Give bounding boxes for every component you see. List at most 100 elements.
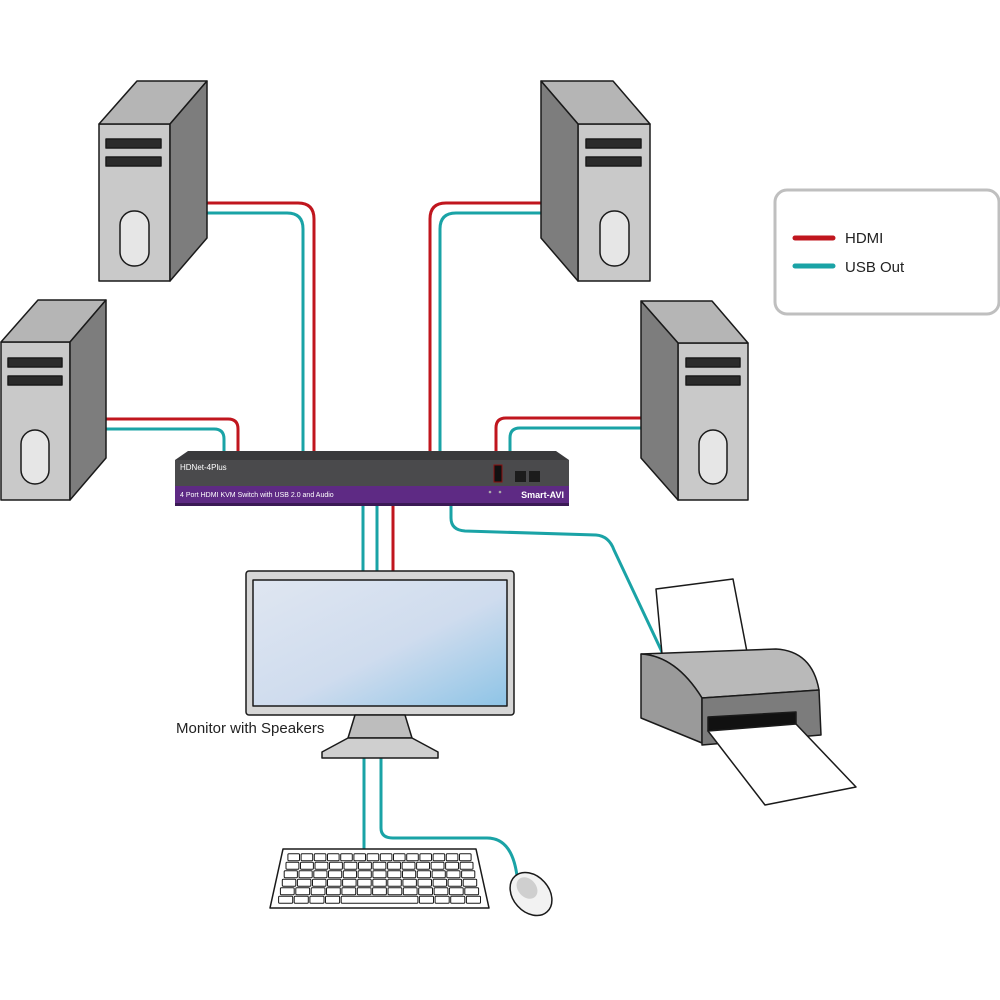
- cables: [104, 201, 664, 878]
- hdmi-cable-pc-bottom-left: [104, 417, 240, 453]
- legend-label-usb: USB Out: [845, 259, 905, 276]
- monitor: [245, 570, 515, 759]
- keyboard-key: [313, 853, 327, 862]
- legend-label-hdmi: HDMI: [845, 230, 883, 247]
- usb-cable-pc-top-left: [203, 211, 305, 453]
- switch-port-button-2: [529, 471, 540, 482]
- switch-led-2: [498, 490, 502, 494]
- keyboard-key: [401, 861, 416, 870]
- keyboard-key: [387, 887, 403, 896]
- keyboard-key: [300, 861, 314, 870]
- keyboard-key: [372, 878, 387, 887]
- keyboard-key: [342, 870, 357, 879]
- switch-display: [493, 464, 503, 483]
- keyboard-key: [402, 887, 418, 896]
- keyboard-key: [341, 887, 357, 896]
- keyboard-key: [314, 861, 329, 870]
- keyboard-key: [446, 870, 461, 879]
- keyboard-key: [416, 870, 431, 879]
- keyboard-key: [357, 870, 372, 879]
- keyboard-key: [372, 887, 387, 896]
- usb-cable-switch-printer: [449, 503, 664, 654]
- monitor-screen: [252, 579, 508, 707]
- keyboard-key: [293, 895, 309, 904]
- keyboard: [269, 848, 490, 909]
- keyboard-keys: [278, 853, 481, 904]
- keyboard-key: [372, 861, 387, 870]
- keyboard-key: [393, 853, 406, 862]
- keyboard-key: [327, 878, 342, 887]
- keyboard-key: [357, 878, 372, 887]
- keyboard-key: [432, 853, 446, 862]
- usb-cable-monitor-mouse: [379, 756, 519, 878]
- keyboard-key: [447, 878, 463, 887]
- printer-paper-out: [707, 723, 857, 806]
- keyboard-key: [340, 853, 353, 862]
- keyboard-key: [434, 895, 450, 904]
- keyboard-key: [372, 870, 387, 879]
- printer-paper-in: [655, 578, 748, 655]
- keyboard-key: [461, 870, 476, 879]
- keyboard-key: [329, 861, 343, 870]
- mouse: [509, 871, 553, 917]
- legend-box: [773, 188, 1000, 316]
- pc-tower-bottom-left: [0, 299, 107, 501]
- keyboard-key: [459, 861, 474, 870]
- keyboard-key: [356, 887, 372, 896]
- keyboard-key: [326, 887, 341, 896]
- keyboard-key: [295, 887, 311, 896]
- switch-brand-logo: Smart-AVI: [521, 490, 564, 500]
- keyboard-key: [387, 861, 402, 870]
- keyboard-key: [285, 861, 300, 870]
- keyboard-key: [287, 853, 300, 862]
- keyboard-key: [366, 853, 380, 862]
- keyboard-key: [406, 853, 419, 862]
- keyboard-key: [402, 870, 417, 879]
- usb-cable-pc-top-right: [438, 211, 543, 453]
- keyboard-key: [327, 853, 340, 862]
- pc-tower-top-left: [98, 80, 208, 282]
- keyboard-key: [300, 853, 314, 862]
- keyboard-key: [387, 870, 402, 879]
- monitor-stand-base: [321, 737, 439, 759]
- printer: [640, 578, 857, 806]
- keyboard-key: [343, 861, 358, 870]
- keyboard-key: [459, 853, 472, 862]
- hdmi-cable-pc-top-right: [428, 201, 543, 453]
- pc-tower-bottom-right: [640, 300, 749, 501]
- keyboard-key: [448, 887, 464, 896]
- switch-description-label: 4 Port HDMI KVM Switch with USB 2.0 and …: [180, 492, 334, 499]
- keyboard-key: [298, 870, 313, 879]
- keyboard-key: [342, 878, 357, 887]
- kvm-switch: HDNet-4Plus 4 Port HDMI KVM Switch with …: [175, 451, 569, 506]
- keyboard-key: [402, 878, 417, 887]
- keyboard-key: [325, 895, 341, 904]
- keyboard-key: [313, 870, 328, 879]
- keyboard-key: [432, 878, 448, 887]
- keyboard-key: [445, 861, 460, 870]
- keyboard-key: [433, 887, 449, 896]
- switch-led-1: [488, 490, 492, 494]
- switch-port-button-1: [515, 471, 526, 482]
- keyboard-key: [379, 853, 393, 862]
- usb-cable-pc-bottom-left: [104, 427, 226, 453]
- monitor-caption: Monitor with Speakers: [176, 720, 324, 737]
- pc-tower-top-right: [540, 80, 651, 282]
- keyboard-key: [310, 887, 326, 896]
- keyboard-key: [279, 887, 295, 896]
- hdmi-cable-pc-top-left: [203, 201, 316, 453]
- keyboard-key: [450, 895, 466, 904]
- keyboard-key: [464, 887, 480, 896]
- keyboard-key: [283, 870, 298, 879]
- keyboard-key: [309, 895, 325, 904]
- keyboard-key: [418, 887, 434, 896]
- keyboard-key: [387, 878, 402, 887]
- keyboard-key: [430, 861, 445, 870]
- keyboard-key: [312, 878, 327, 887]
- keyboard-key: [328, 870, 343, 879]
- keyboard-key: [358, 861, 372, 870]
- keyboard-key: [416, 861, 431, 870]
- hdmi-cable-pc-bottom-right: [494, 416, 643, 453]
- monitor-stand-neck: [347, 714, 413, 739]
